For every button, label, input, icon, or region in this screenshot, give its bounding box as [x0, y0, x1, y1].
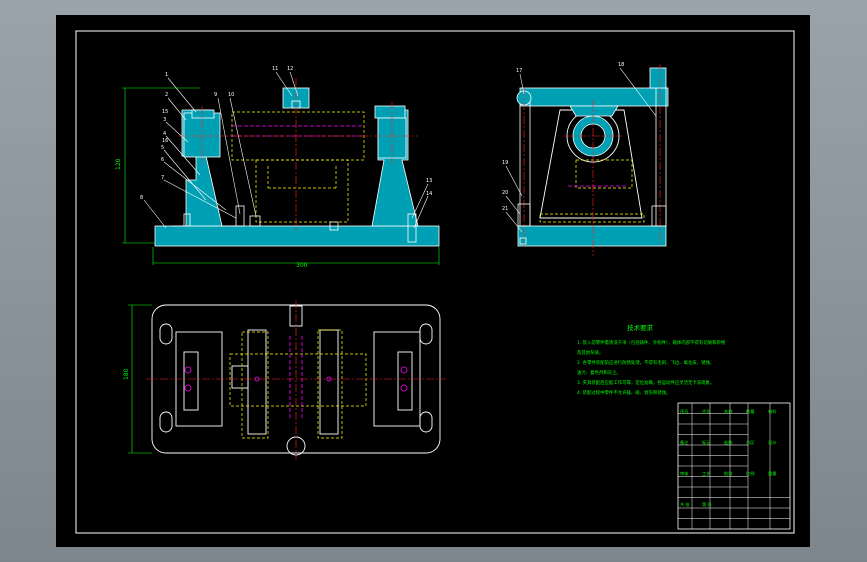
tech-req-line: 油污、着色剂和灰尘。: [577, 369, 621, 376]
bolt-right: [407, 213, 417, 243]
front-balloon-15: 15: [162, 109, 168, 115]
title-block-cell: 比例: [746, 470, 754, 477]
front-balloon-10: 10: [228, 92, 234, 98]
title-block-cell: 处数: [724, 439, 733, 446]
side-left-foot: [519, 237, 527, 245]
front-balloon-1: 1: [165, 72, 168, 78]
side-leaders: [505, 67, 657, 233]
plan-right-slot: [397, 351, 413, 411]
front-balloon-11: 11: [272, 66, 278, 72]
slot-tl: [159, 323, 173, 345]
front-balloon-7: 7: [161, 175, 164, 181]
plan-hidden-left: [241, 331, 269, 439]
front-balloon-8: 8: [140, 195, 143, 201]
title-block-cell: 材料: [768, 408, 777, 415]
tech-req-lines: 1. 装入前零件需清洗干净（包括铸件、外购件），箱体内部不得有切屑和杂物 及其他…: [577, 339, 726, 396]
tech-req-line: 2. 各零件装配前应进行防锈处理，不得有毛刺、飞边、氧化皮、锈蚀、: [577, 359, 714, 366]
title-block-cell: 标记: [702, 439, 711, 446]
title-block-cell: 共 张: [680, 501, 691, 508]
plan-view: 180: [123, 300, 446, 460]
side-right-knob: [649, 67, 667, 89]
title-block-cell: 备注: [680, 439, 689, 446]
workpiece-body: [255, 159, 349, 223]
front-view: 300 120: [115, 66, 440, 269]
side-hidden-plate: [539, 213, 645, 223]
side-top-plate: [519, 87, 669, 107]
left-clamp-cap: [191, 109, 215, 119]
side-bracket-outline: [539, 109, 643, 219]
title-block-cell: 工艺: [702, 471, 710, 476]
bolt-far-left: [183, 213, 191, 227]
side-view: 17 18 19 20 21: [502, 62, 669, 256]
title-block-cell: 代号: [702, 408, 710, 415]
title-block-cell: 数量: [746, 408, 754, 415]
front-balloon-14: 14: [426, 191, 432, 197]
tech-req-line: 及其他杂质。: [577, 349, 603, 356]
front-balloon-5: 5: [161, 145, 164, 151]
slot-tr: [419, 323, 433, 345]
bolt-left: [235, 205, 245, 227]
plan-workpiece-hidden: [229, 353, 367, 407]
front-balloon-3: 3: [163, 117, 166, 123]
plan-left-slot: [183, 351, 199, 411]
right-clamp-cap: [374, 105, 406, 119]
tech-req-title: 技术要求: [627, 323, 654, 332]
side-balloon-21: 21: [502, 206, 508, 212]
slot-bl: [159, 411, 173, 433]
plan-clamp-block: [231, 365, 249, 389]
technical-requirements: 技术要求 1. 装入前零件需清洗干净（包括铸件、外购件），箱体内部不得有切屑和杂…: [577, 323, 726, 396]
drawing-frame: [75, 30, 795, 534]
side-balloon-17: 17: [516, 68, 522, 74]
front-width-dimension: 300: [296, 262, 308, 269]
front-dimensions: 300 120: [115, 87, 440, 269]
side-balloon-labels: 17 18 19 20 21: [502, 62, 624, 212]
front-leaders: [143, 71, 429, 229]
title-block-cell: 设计: [768, 439, 776, 446]
plan-hidden-right: [317, 329, 343, 439]
front-balloon-6: 6: [161, 157, 164, 163]
front-balloon-12: 12: [287, 66, 293, 72]
title-block-grid: [678, 403, 790, 529]
front-height-dimension: 120: [115, 158, 122, 170]
side-balloon-19: 19: [502, 160, 508, 166]
front-balloon-2: 2: [165, 92, 168, 98]
front-balloon-13: 13: [426, 178, 432, 184]
title-block-cell: 名称: [724, 408, 732, 415]
title-block-cell: 重量: [768, 470, 776, 477]
bolt-center: [329, 221, 339, 231]
front-balloon-9: 9: [214, 92, 217, 98]
front-balloon-16: 16: [162, 138, 168, 144]
title-block-cell: 审核: [680, 470, 689, 477]
side-balloon-20: 20: [502, 190, 508, 196]
title-block-cell: 批准: [724, 470, 732, 477]
bolt-left-2: [249, 215, 261, 227]
side-left-nut: [517, 203, 531, 227]
title-block-cell: 第 张: [702, 501, 713, 508]
side-base-section: [517, 225, 667, 247]
side-hidden-cavity: [575, 159, 633, 189]
front-balloon-4: 4: [163, 131, 166, 137]
tech-req-line: 1. 装入前零件需清洗干净（包括铸件、外购件），箱体内部不得有切屑和杂物: [577, 339, 726, 346]
slot-br: [419, 411, 433, 433]
base-plate-section: [154, 225, 440, 247]
tech-req-line: 3. 夹具装配后应能工作可靠，定位准确，各运动件应灵活无卡滞现象。: [577, 379, 714, 386]
drawing-sheet: [56, 15, 810, 547]
side-right-nut: [651, 205, 667, 227]
side-clamp-pad: [569, 105, 619, 117]
title-block-cell: 序号: [680, 408, 688, 415]
title-block-cell: 分区: [746, 439, 754, 446]
plan-depth-dimension: 180: [123, 368, 130, 380]
tech-req-line: 4. 装配过程中零件不允许磕、碰、划伤和锈蚀。: [577, 389, 670, 396]
side-balloon-18: 18: [618, 62, 624, 68]
